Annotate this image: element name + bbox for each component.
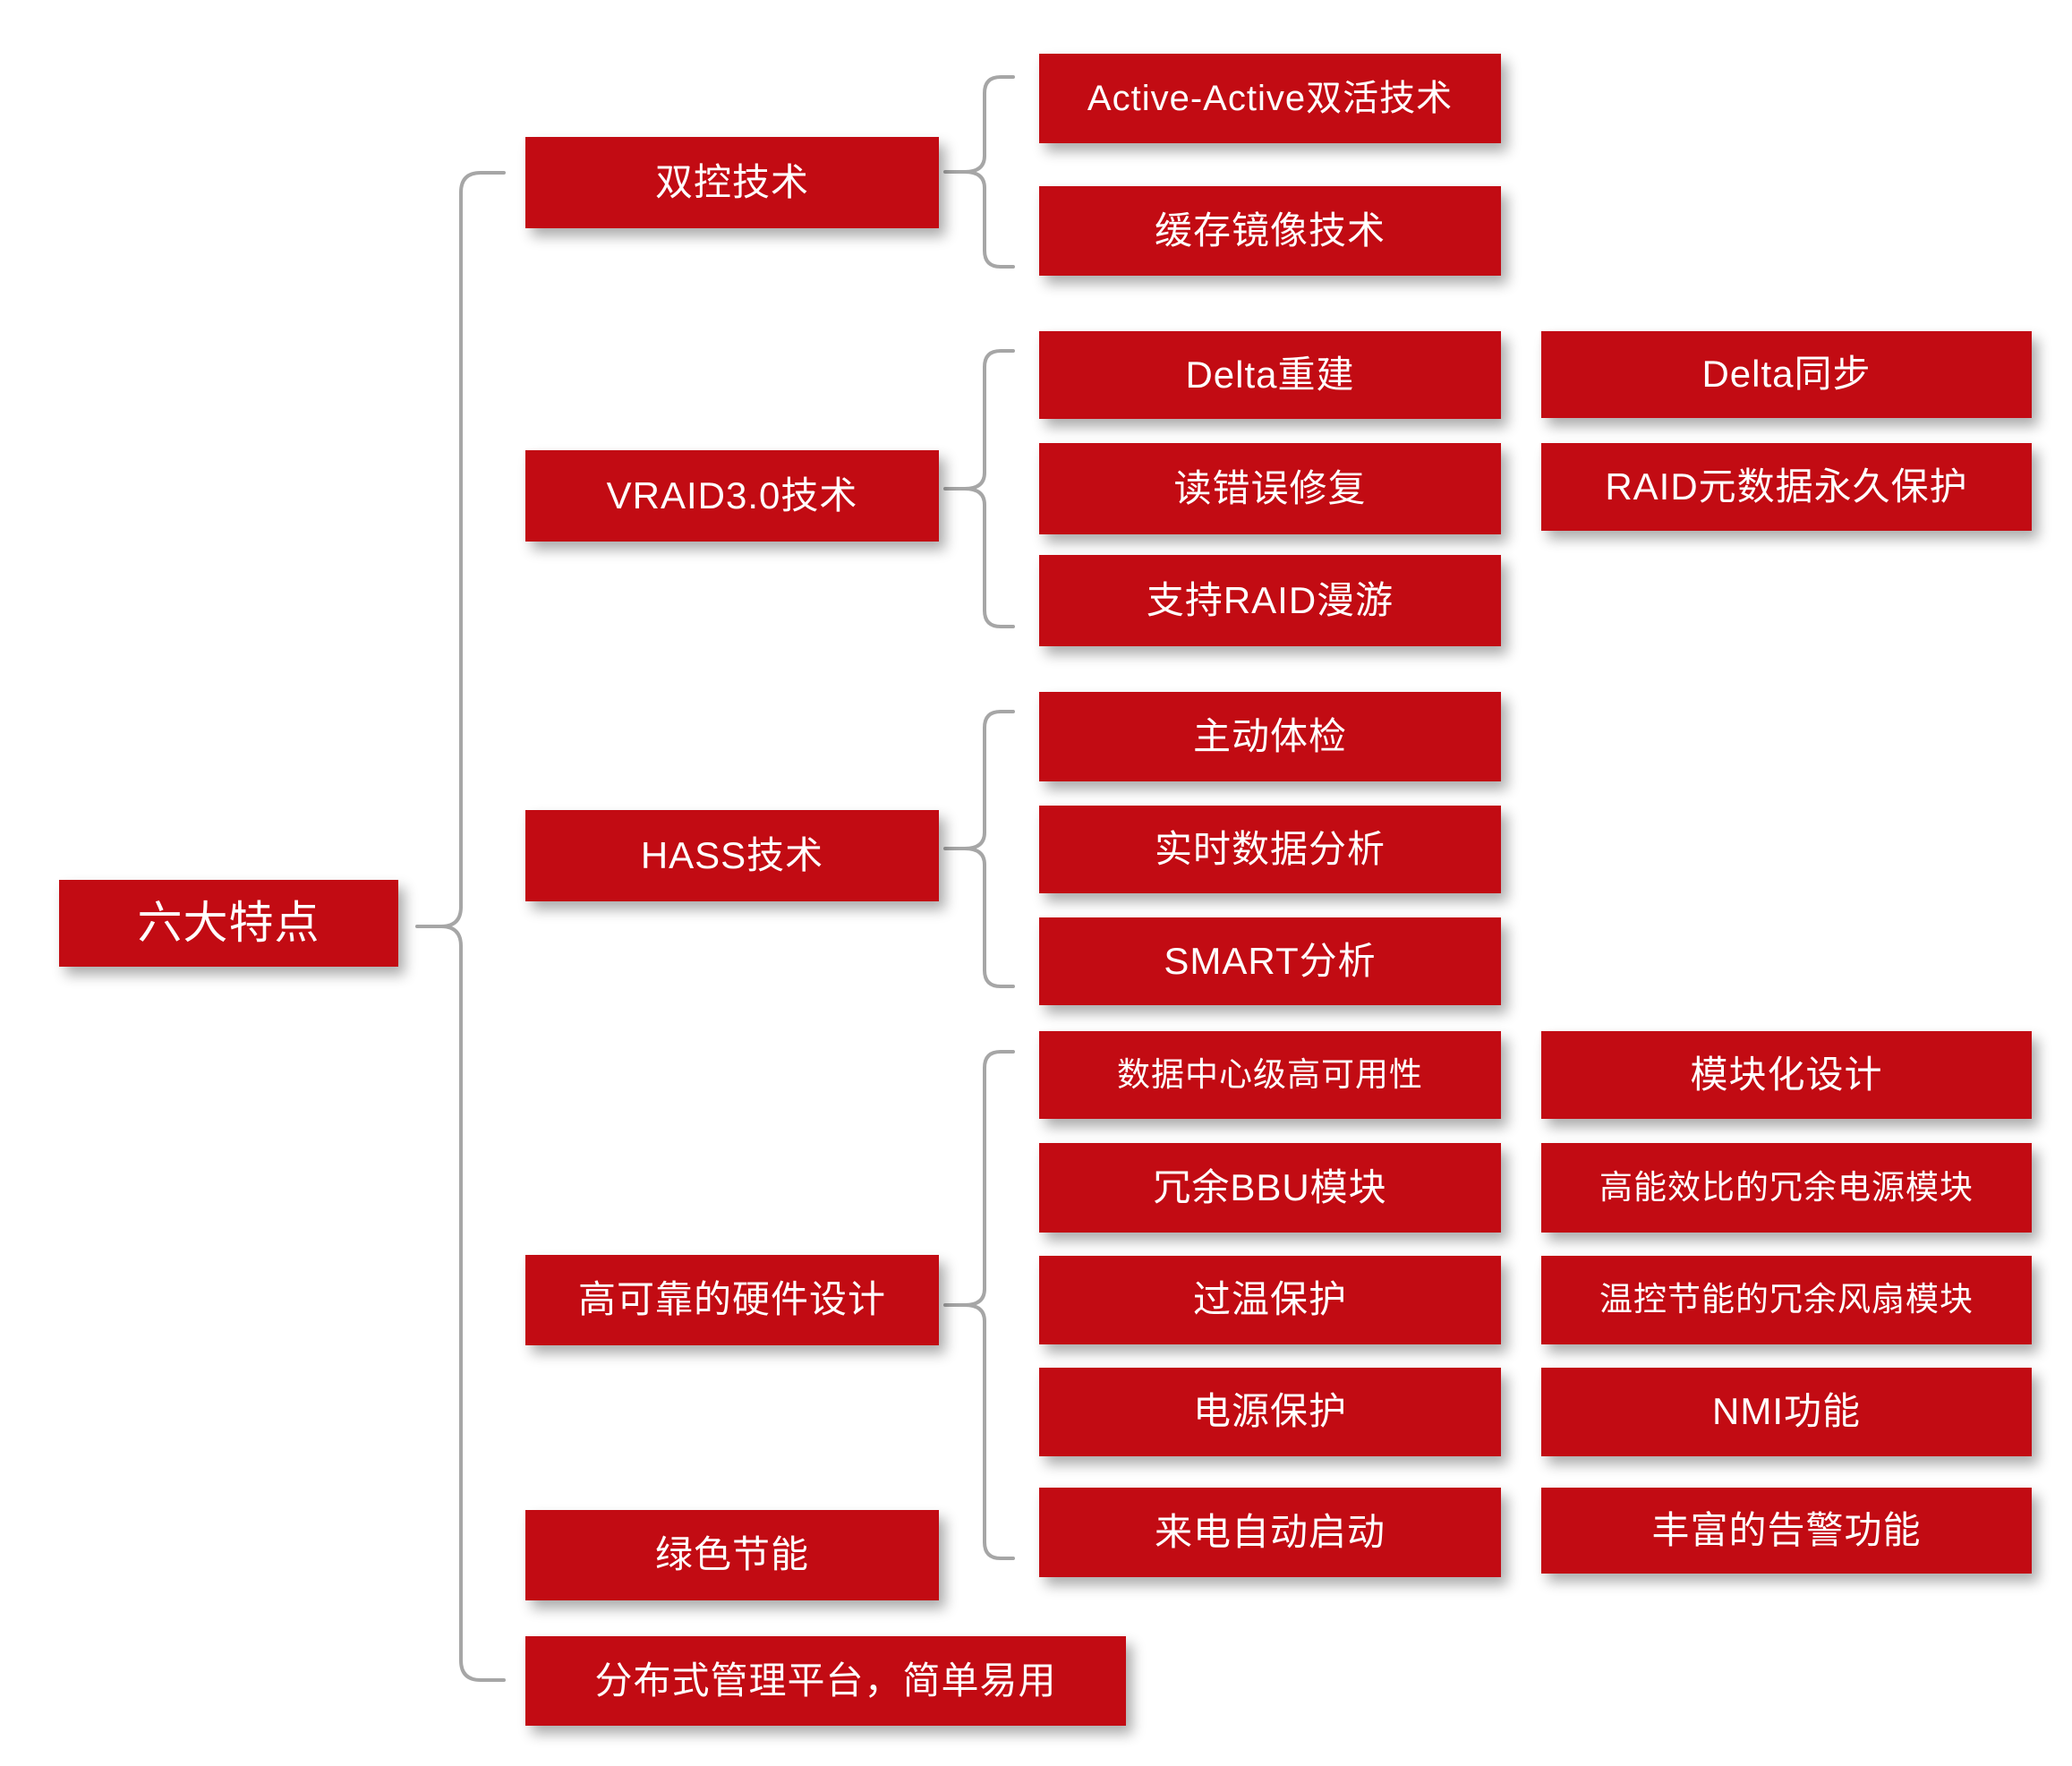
child-realtime-data-analysis: 实时数据分析 <box>1039 806 1501 893</box>
brace-vraid3 <box>963 349 1015 628</box>
branch-hass: HASS技术 <box>525 810 939 901</box>
child-proactive-checkup: 主动体检 <box>1039 692 1501 781</box>
branch-reliable-hardware: 高可靠的硬件设计 <box>525 1255 939 1345</box>
branch-distributed-management: 分布式管理平台，简单易用 <box>525 1636 1126 1726</box>
branch-dual-controller: 双控技术 <box>525 137 939 228</box>
child-smart-analysis: SMART分析 <box>1039 917 1501 1005</box>
child-modular-design: 模块化设计 <box>1541 1031 2032 1119</box>
brace-hass <box>963 710 1015 988</box>
child-active-active: Active-Active双活技术 <box>1039 54 1501 143</box>
child-auto-power-on: 来电自动启动 <box>1039 1488 1501 1577</box>
child-redundant-bbu: 冗余BBU模块 <box>1039 1143 1501 1233</box>
child-overtemp-protection: 过温保护 <box>1039 1256 1501 1344</box>
brace-dual-controller <box>963 75 1015 269</box>
child-datacenter-availability: 数据中心级高可用性 <box>1039 1031 1501 1119</box>
child-efficient-redundant-psu: 高能效比的冗余电源模块 <box>1541 1143 2032 1233</box>
branch-vraid3: VRAID3.0技术 <box>525 450 939 542</box>
child-delta-rebuild: Delta重建 <box>1039 331 1501 419</box>
child-nmi-function: NMI功能 <box>1541 1368 2032 1456</box>
node-root: 六大特点 <box>59 880 398 967</box>
child-raid-roaming: 支持RAID漫游 <box>1039 555 1501 646</box>
child-cache-mirroring: 缓存镜像技术 <box>1039 186 1501 276</box>
branch-green-energy: 绿色节能 <box>525 1510 939 1600</box>
child-read-error-repair: 读错误修复 <box>1039 443 1501 534</box>
child-raid-metadata-protection: RAID元数据永久保护 <box>1541 443 2032 531</box>
brace-reliable-hardware <box>963 1050 1015 1560</box>
child-rich-alarms: 丰富的告警功能 <box>1541 1488 2032 1574</box>
child-delta-sync: Delta同步 <box>1541 331 2032 418</box>
brace-root <box>439 171 506 1682</box>
child-power-protection: 电源保护 <box>1039 1368 1501 1456</box>
child-thermal-redundant-fans: 温控节能的冗余风扇模块 <box>1541 1256 2032 1344</box>
